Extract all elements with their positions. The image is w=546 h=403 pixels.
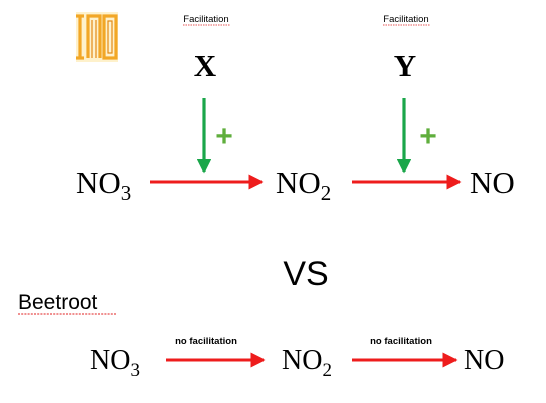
top-reaction: Facilitation Facilitation X Y + + NO3 NO… bbox=[76, 14, 515, 205]
plus-sign-x: + bbox=[215, 120, 233, 153]
species-nitric-oxide: NO bbox=[464, 345, 504, 376]
species-nitrate: NO3 bbox=[76, 165, 131, 205]
facilitation-label-x: Facilitation bbox=[183, 14, 228, 25]
species-nitric-oxide: NO bbox=[470, 165, 515, 200]
species-nitrite: NO2 bbox=[276, 165, 331, 205]
ino-logo bbox=[76, 12, 118, 62]
vs-label: VS bbox=[283, 255, 328, 293]
facilitation-label-y: Facilitation bbox=[383, 14, 428, 25]
species-nitrate: NO3 bbox=[90, 345, 140, 381]
enzyme-x: X bbox=[194, 48, 217, 83]
enzyme-y: Y bbox=[394, 48, 416, 83]
species-nitrite: NO2 bbox=[282, 345, 332, 381]
bottom-reaction: no facilitation no facilitation NO3 NO2 … bbox=[90, 336, 504, 381]
no-facilitation-label-2: no facilitation bbox=[370, 336, 432, 347]
beetroot-label: Beetroot bbox=[18, 291, 98, 314]
no-facilitation-label-1: no facilitation bbox=[175, 336, 237, 347]
plus-sign-y: + bbox=[419, 120, 437, 153]
